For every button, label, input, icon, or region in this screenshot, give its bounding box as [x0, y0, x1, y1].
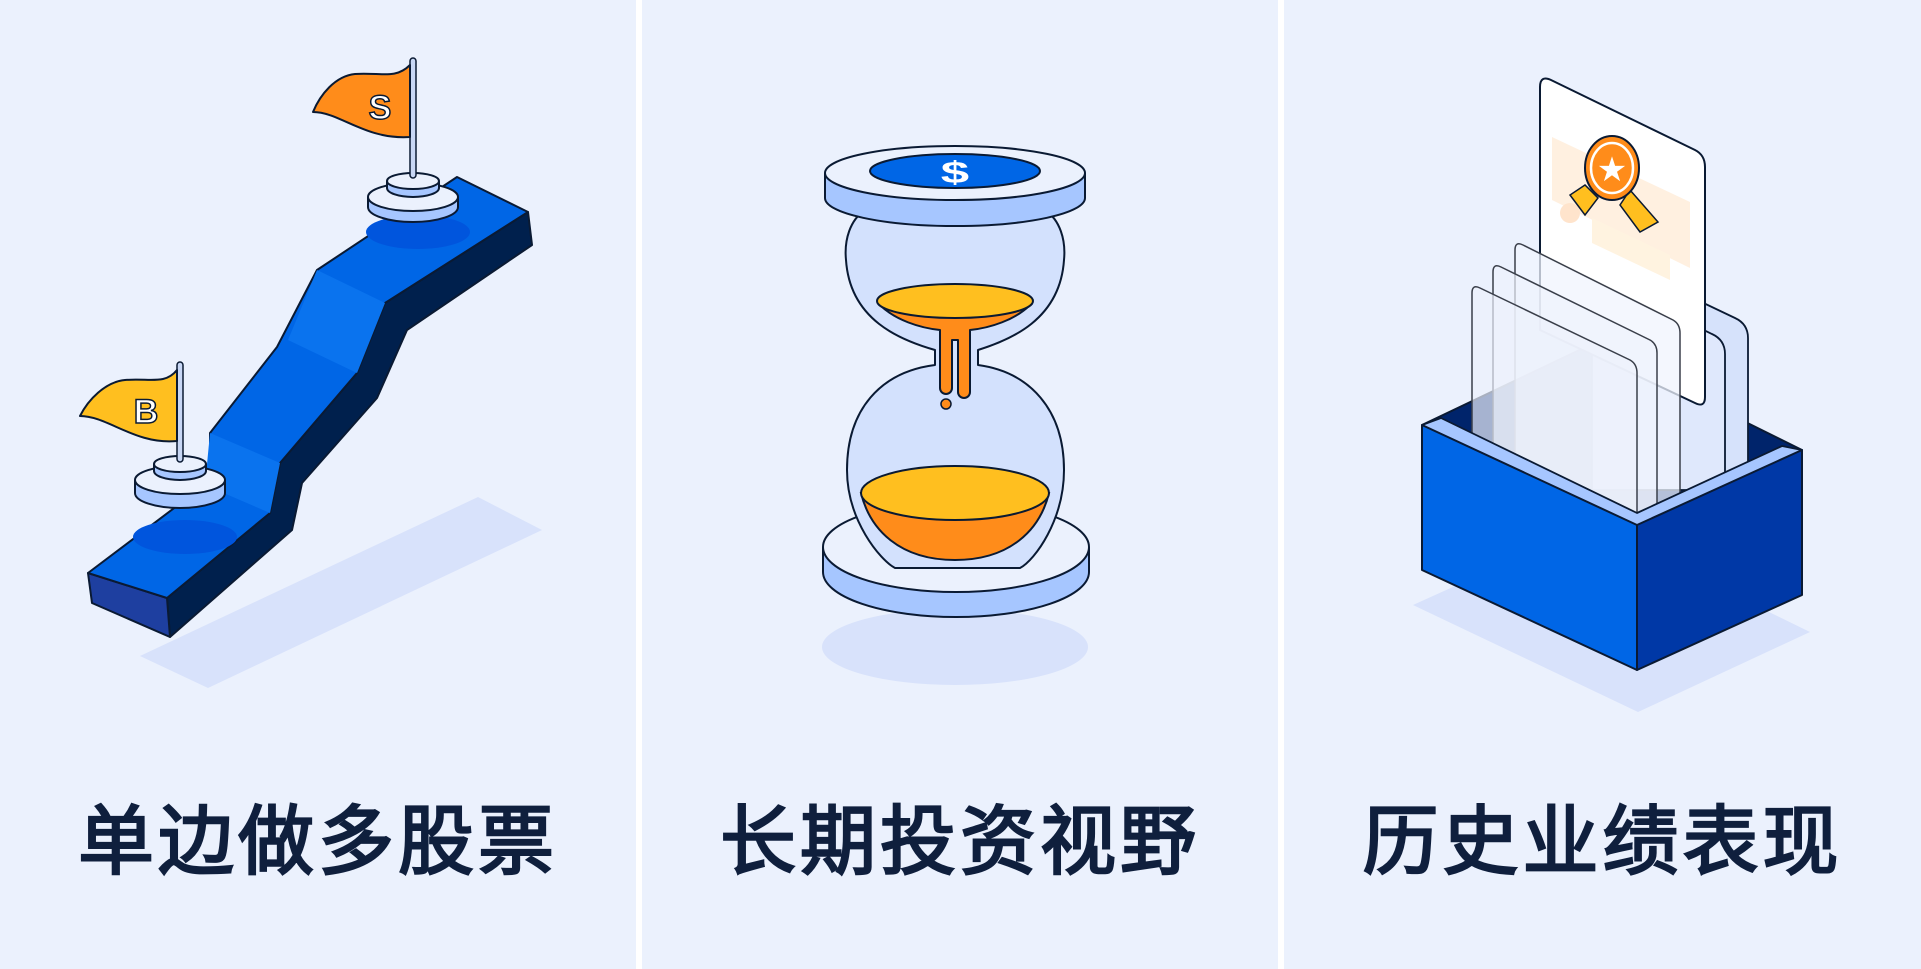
panel-long-term-horizon: $ 长期投资视野: [642, 0, 1278, 969]
buy-flag: B: [79, 361, 226, 509]
staircase-shadow: [140, 497, 542, 688]
buy-flag-letter: B: [134, 393, 159, 431]
hourglass-shadow: [822, 609, 1088, 685]
sell-flag-letter: S: [369, 89, 392, 127]
sell-flag: S: [312, 57, 459, 223]
star-icon: ★: [1597, 150, 1627, 190]
panel-historical-performance: ★ 历史业绩表现: [1284, 0, 1921, 969]
caption-long-only-stocks: 单边做多股票: [78, 797, 558, 886]
staircase-illustration: S B: [79, 57, 542, 688]
hourglass-illustration: $: [822, 145, 1090, 685]
caption-long-term-horizon: 长期投资视野: [720, 797, 1200, 886]
caption-historical-performance: 历史业绩表现: [1362, 797, 1843, 886]
certificate-box-illustration: ★: [1413, 77, 1810, 712]
coin: [869, 153, 1041, 189]
panel-long-only-stocks: S B 单边做多股票: [0, 0, 636, 969]
box-front-right: [1636, 449, 1803, 671]
dollar-icon: $: [941, 155, 969, 189]
